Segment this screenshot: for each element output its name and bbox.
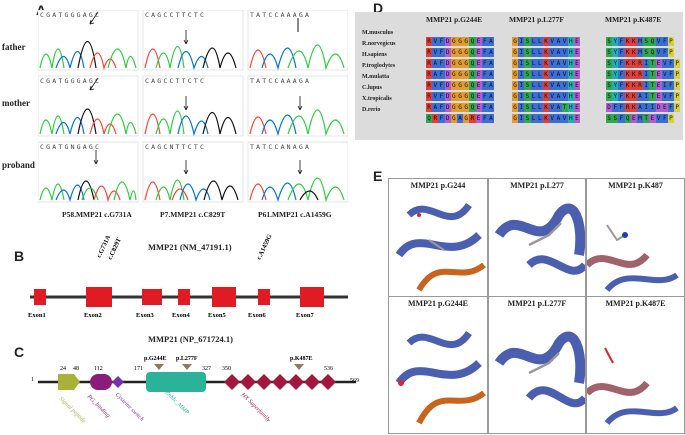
- exon-label-1: Exon1: [28, 312, 46, 319]
- structure-title-k487: MMP21 p.K487: [608, 181, 663, 190]
- seq-father-2: CAGCCTTCTC: [145, 11, 207, 19]
- seq-proband-2: CAGCNTTCTC: [145, 143, 207, 151]
- structure-cell-l277f: MMP21 p.L277F: [488, 296, 586, 434]
- position-1: 1: [31, 377, 34, 383]
- chromatogram-caption-1: P58.MMP21 c.G731A: [62, 210, 132, 219]
- position-569: 569: [350, 378, 359, 384]
- structure-cell-g244: MMP21 p.G244: [388, 178, 488, 298]
- panel-label-c: C: [14, 344, 25, 360]
- seq-father-1: CGATGGGAGC: [40, 11, 102, 19]
- chromatogram-grid: [37, 9, 349, 205]
- position-327: 327: [202, 366, 211, 372]
- row-label-father: father: [2, 42, 26, 52]
- seq-mother-3: TATCCAAAGA: [250, 77, 312, 85]
- variant-p-l277f: p.L277F: [176, 356, 198, 362]
- protein-structure-k487e: [587, 347, 679, 426]
- protein-structure-k487: [587, 224, 679, 293]
- panel-label-d: D: [373, 0, 384, 16]
- exon-label-6: Exon6: [248, 312, 266, 319]
- species-name: H.sapiens: [362, 52, 387, 58]
- exon-label-3: Exon3: [136, 312, 154, 319]
- seq-proband-3: TATCCANAGA: [250, 143, 312, 151]
- alignment-group-title-1: MMP21 p.G244E: [426, 15, 483, 24]
- position-171: 171: [134, 366, 143, 372]
- species-name: R.norvegicus: [362, 41, 396, 47]
- structure-cell-k487: MMP21 p.K487: [586, 178, 685, 298]
- position-112: 112: [94, 366, 103, 372]
- alignment-group-title-2: MMP21 p.L277F: [509, 15, 564, 24]
- structure-title-l277f: MMP21 p.L277F: [507, 299, 567, 308]
- structure-title-k487e: MMP21 p.K487E: [605, 299, 666, 308]
- chromatogram-traces: [37, 9, 349, 203]
- exon-label-2: Exon2: [84, 312, 102, 319]
- row-label-mother: mother: [2, 98, 30, 108]
- structure-title-g244: MMP21 p.G244: [410, 181, 466, 190]
- position-48: 48: [73, 366, 79, 372]
- variant-p-k487e: p.K487E: [290, 356, 313, 362]
- protein-domain-title: MMP21 (NP_671724.1): [148, 334, 233, 344]
- row-label-proband: proband: [2, 160, 35, 170]
- exon-label-4: Exon4: [172, 312, 190, 319]
- protein-structure-l277: [494, 203, 585, 275]
- panel-label-b: B: [14, 248, 25, 264]
- species-name: X.tropicalis: [362, 96, 392, 102]
- protein-domain-svg: [38, 364, 356, 392]
- structure-title-l277: MMP21 p.L277: [510, 181, 564, 190]
- seq-proband-1: CGATGNGAGC: [40, 143, 102, 151]
- protein-structure-g244e: [395, 330, 486, 425]
- structure-title-g244e: MMP21 p.G244E: [408, 299, 468, 308]
- species-name: D.rerio: [362, 107, 381, 113]
- chromatogram-caption-2: P7.MMP21 c.C829T: [160, 210, 226, 219]
- protein-structure-l277f: [494, 331, 585, 408]
- protein-domain-diagram: [38, 350, 358, 430]
- alignment-group-title-3: MMP21 p.K487E: [605, 15, 662, 24]
- exon-label-7: Exon7: [296, 312, 314, 319]
- gene-structure-diagram: [30, 255, 348, 325]
- seq-mother-2: CAGCCTTCTC: [145, 77, 207, 85]
- variant-p-g244e: p.G244E: [144, 356, 167, 362]
- exon-label-5: Exon5: [208, 312, 226, 319]
- seq-mother-1: CGATGGGAGC: [40, 77, 102, 85]
- panel-label-e: E: [373, 168, 383, 184]
- species-name: M.mulatta: [362, 74, 390, 80]
- gene-structure-title: MMP21 (NM_47191.1): [148, 242, 232, 252]
- position-536: 536: [324, 366, 333, 372]
- position-24: 24: [60, 366, 66, 372]
- structure-cell-k487e: MMP21 p.K487E: [586, 296, 685, 434]
- gene-structure-svg: [30, 287, 348, 307]
- protein-structure-g244: [395, 202, 486, 292]
- chromatogram-caption-3: P61.MMP21 c.A1459G: [258, 210, 332, 219]
- structure-cell-g244e: MMP21 p.G244E: [388, 296, 488, 434]
- species-name: M.musculus: [362, 30, 394, 36]
- species-name: C.lupus: [362, 85, 382, 91]
- structure-cell-l277: MMP21 p.L277: [488, 178, 586, 298]
- position-350: 350: [222, 366, 231, 372]
- species-name: P.troglodytes: [362, 63, 396, 69]
- seq-father-3: TATCCAAAGA: [250, 11, 312, 19]
